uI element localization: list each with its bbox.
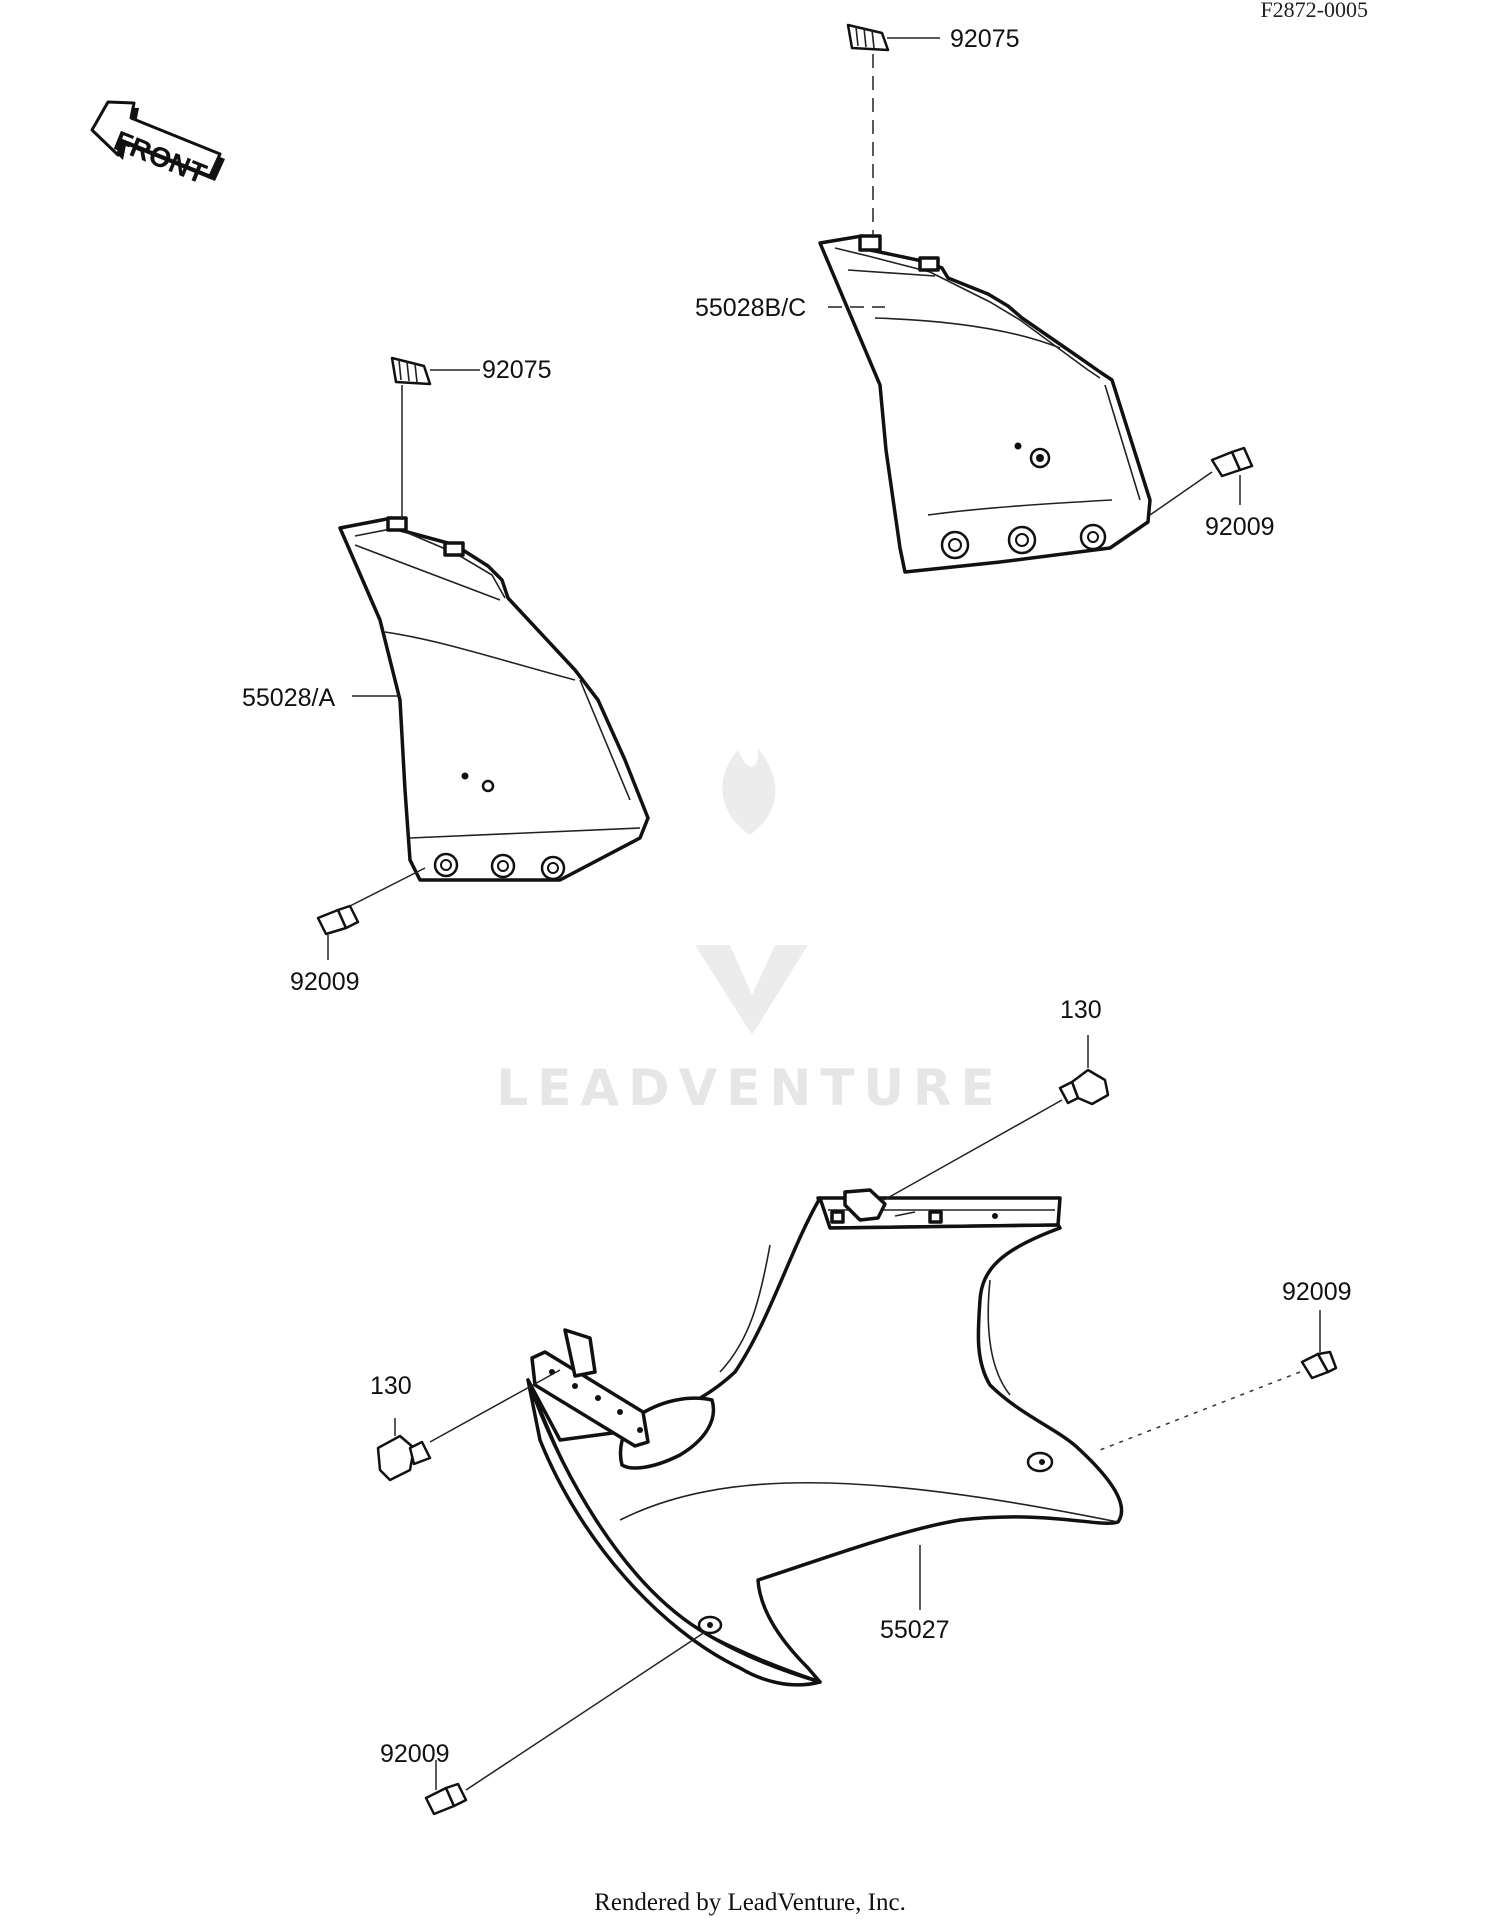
label-55027: 55027	[880, 1616, 950, 1644]
bolt-92009-bottom	[424, 1782, 468, 1816]
leadventure-watermark: LEADVENTURE	[496, 748, 1003, 1117]
lower-cowl-55027	[526, 1188, 1124, 1687]
grommet-92075-upper-left	[390, 356, 432, 386]
watermark-text: LEADVENTURE	[496, 1059, 1003, 1117]
label-55028bc: 55028B/C	[695, 294, 806, 322]
cover-right-55028bc	[818, 234, 1152, 574]
label-130-top: 130	[1060, 996, 1102, 1024]
v-logo-icon	[695, 945, 808, 1035]
cover-left-55028a	[338, 516, 650, 882]
label-92075-upper-left: 92075	[482, 356, 552, 384]
label-92075-upper-right: 92075	[950, 25, 1020, 53]
label-92009-right-cover: 92009	[1205, 513, 1275, 541]
label-130-left: 130	[370, 1372, 412, 1400]
label-92009-right-lower: 92009	[1282, 1278, 1352, 1306]
bolt-130-top	[1058, 1068, 1110, 1106]
document-code: F2872-0005	[1260, 0, 1368, 22]
bolt-92009-right-lower	[1300, 1350, 1338, 1380]
front-arrow: FRONT	[90, 100, 225, 190]
bolt-130-left	[376, 1434, 432, 1482]
front-arrow-icon	[90, 100, 222, 178]
label-92009-left-cover: 92009	[290, 968, 360, 996]
bolt-92009-left-cover	[316, 904, 360, 936]
grommet-92075-upper-right	[846, 23, 890, 52]
credit-text: Rendered by LeadVenture, Inc.	[594, 1889, 906, 1916]
label-92009-bottom: 92009	[380, 1740, 450, 1768]
flame-logo-icon	[722, 748, 776, 835]
bolt-92009-right-cover	[1210, 446, 1254, 478]
label-55028a: 55028/A	[242, 684, 335, 712]
